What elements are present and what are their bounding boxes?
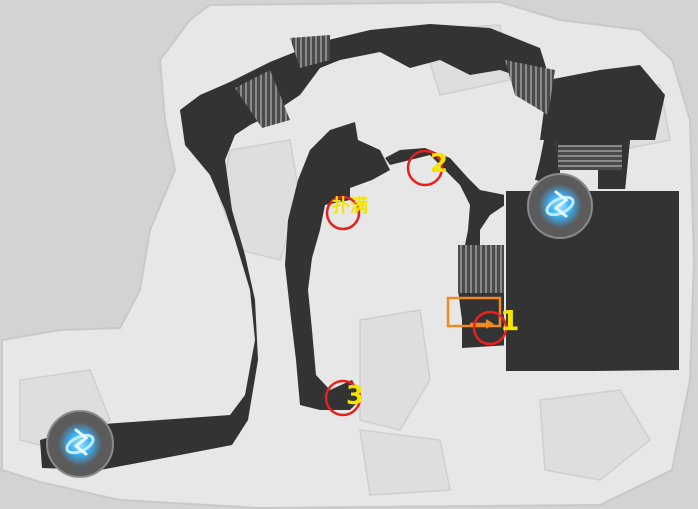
stair-sections: [235, 35, 622, 293]
marker-label-piggybank: 扑满: [332, 195, 368, 217]
marker-label-1: 1: [500, 304, 519, 337]
marker-ring-2[interactable]: [406, 149, 444, 187]
teleport-waypoint-icon[interactable]: [46, 410, 114, 478]
marker-ring-1[interactable]: [472, 310, 508, 346]
arrow-right-icon: [470, 319, 494, 329]
marker-ring-piggybank[interactable]: [325, 195, 361, 231]
platform-outline: [504, 189, 681, 373]
teleport-waypoint-icon[interactable]: [527, 173, 593, 239]
marker-label-2: 2: [430, 149, 448, 179]
marker-ring-3[interactable]: [324, 379, 362, 417]
marker-label-3: 3: [346, 381, 364, 411]
